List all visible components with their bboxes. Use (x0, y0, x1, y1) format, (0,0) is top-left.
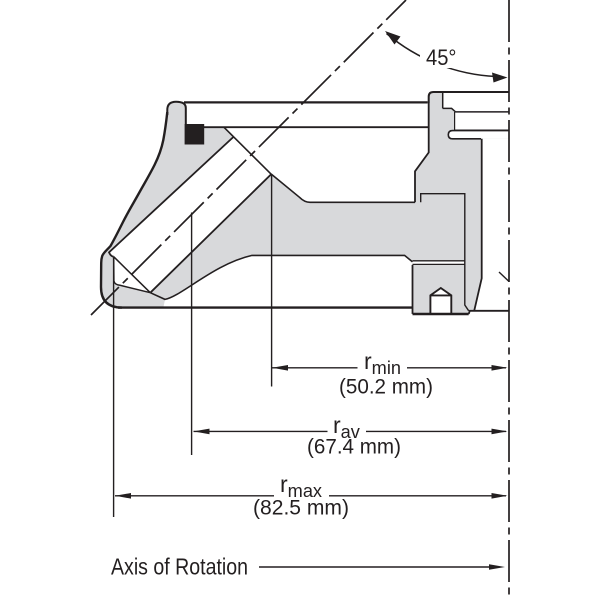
svg-text:(50.2 mm): (50.2 mm) (339, 375, 433, 399)
svg-text:Axis of Rotation: Axis of Rotation (111, 554, 248, 580)
svg-text:45°: 45° (426, 45, 457, 70)
svg-text:(82.5 mm): (82.5 mm) (253, 496, 349, 520)
svg-text:(67.4 mm): (67.4 mm) (307, 435, 401, 459)
